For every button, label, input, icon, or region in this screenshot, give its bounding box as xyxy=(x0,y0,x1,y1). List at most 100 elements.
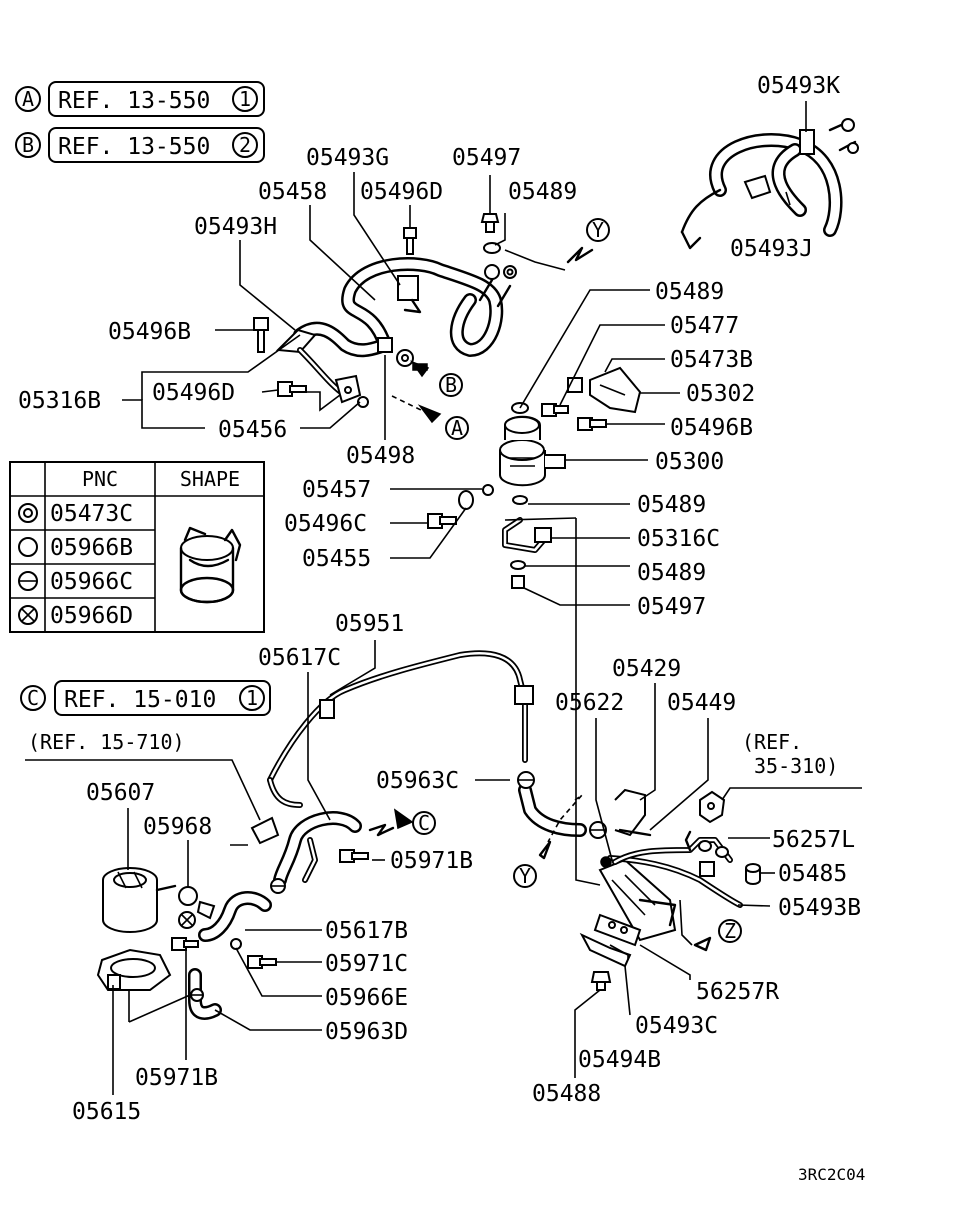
label-05966E: 05966E xyxy=(325,985,408,1011)
ref-a-text: REF. 13-550 xyxy=(58,88,210,114)
ref-a-num: 1 xyxy=(239,87,251,111)
label-05971B-bot: 05971B xyxy=(135,1065,218,1091)
bolt-05497-top xyxy=(480,213,500,233)
hose-clamp-shape-icon xyxy=(179,526,242,604)
label-05496D-mid: 05496D xyxy=(152,380,235,406)
label-05607: 05607 xyxy=(86,780,155,806)
bolt-05477 xyxy=(541,403,569,417)
label-05300: 05300 xyxy=(655,449,724,475)
label-05477: 05477 xyxy=(670,313,739,339)
callout-y-bottom: Y xyxy=(513,794,583,888)
callout-z-text: Z xyxy=(724,919,736,943)
bolt-05496B-right xyxy=(577,417,607,431)
bolt-05496D-mid xyxy=(277,381,307,397)
callout-y-bottom-text: Y xyxy=(519,864,531,888)
label-05485: 05485 xyxy=(778,861,847,887)
arrow-to-b: B xyxy=(409,360,463,397)
label-05493B: 05493B xyxy=(778,895,861,921)
label-05963C: 05963C xyxy=(376,768,459,794)
label-05457: 05457 xyxy=(302,477,371,503)
label-05617B: 05617B xyxy=(325,918,408,944)
fuel-filter xyxy=(96,867,191,1095)
ref-a-letter: A xyxy=(22,87,34,111)
ref-b-num: 2 xyxy=(239,133,251,157)
callout-y-top-text: Y xyxy=(592,218,604,242)
pnc-shape-table: PNC SHAPE 05473C 05966B 05966C 05966D xyxy=(9,461,265,633)
note-ref-35-310-b: 35-310) xyxy=(754,754,838,778)
label-05458: 05458 xyxy=(258,179,327,205)
label-05493J: 05493J xyxy=(730,236,813,262)
note-ref-15-710: (REF. 15-710) xyxy=(28,730,185,754)
callout-y-top: Y xyxy=(504,218,610,271)
label-05455: 05455 xyxy=(302,546,371,572)
bolt-05971B-bot xyxy=(171,937,199,951)
label-05968: 05968 xyxy=(143,814,212,840)
fuel-pressure-regulator xyxy=(427,366,642,589)
label-05617C: 05617C xyxy=(258,645,341,671)
label-05963D: 05963D xyxy=(325,1019,408,1045)
table-header-pnc: PNC xyxy=(82,467,118,491)
label-05456: 05456 xyxy=(218,417,287,443)
label-05951: 05951 xyxy=(335,611,404,637)
inset-hose-assembly xyxy=(680,101,859,250)
label-05429: 05429 xyxy=(612,656,681,682)
label-05622: 05622 xyxy=(555,690,624,716)
leader-lines xyxy=(25,172,862,1078)
ref-c-num: 1 xyxy=(246,686,258,710)
label-05496C: 05496C xyxy=(284,511,367,537)
label-05971C: 05971C xyxy=(325,951,408,977)
label-05497-mid: 05497 xyxy=(637,594,706,620)
label-56257R: 56257R xyxy=(696,979,779,1005)
label-05489-d: 05489 xyxy=(637,560,706,586)
label-05494B: 05494B xyxy=(578,1047,661,1073)
table-header-shape: SHAPE xyxy=(180,467,240,491)
label-05473B: 05473B xyxy=(670,347,753,373)
label-05488: 05488 xyxy=(532,1081,601,1107)
note-ref-35-310-a: (REF. xyxy=(742,730,802,754)
bolt-05496B-left xyxy=(253,317,269,353)
part-labels: 05493K 05493J 05493G 05497 05458 05496D … xyxy=(18,73,861,1125)
label-05493G: 05493G xyxy=(306,145,389,171)
table-row-05966B: 05966B xyxy=(50,535,133,561)
label-05497-top: 05497 xyxy=(452,145,521,171)
ref-a: A REF. 13-550 1 xyxy=(15,81,265,117)
label-05302: 05302 xyxy=(686,381,755,407)
ref-c-letter: C xyxy=(27,686,39,710)
label-05449: 05449 xyxy=(667,690,736,716)
bolt-05496C xyxy=(427,513,457,529)
label-05971B-mid: 05971B xyxy=(390,848,473,874)
label-05489-a: 05489 xyxy=(508,179,577,205)
bolt-05496D-top xyxy=(403,227,417,255)
label-05493K: 05493K xyxy=(757,73,840,99)
ref-c-text: REF. 15-010 xyxy=(64,687,216,713)
circle-icon xyxy=(18,537,38,557)
lower-fuel-lines xyxy=(171,650,607,1020)
label-56257L: 56257L xyxy=(772,827,855,853)
ref-c: C REF. 15-010 1 xyxy=(20,680,271,716)
label-05493C: 05493C xyxy=(635,1013,718,1039)
upper-hose-assembly xyxy=(253,213,517,408)
callout-b: B xyxy=(445,373,457,397)
label-05498: 05498 xyxy=(346,443,415,469)
right-bracket-assembly xyxy=(579,788,761,991)
callout-c: C xyxy=(418,811,430,835)
ref-b: B REF. 13-550 2 xyxy=(15,127,265,163)
label-05496D-top: 05496D xyxy=(360,179,443,205)
label-05316B: 05316B xyxy=(18,388,101,414)
label-05615: 05615 xyxy=(72,1099,141,1125)
footer-code: 3RC2C04 xyxy=(798,1165,865,1184)
arrow-to-a: A xyxy=(391,395,469,440)
label-05496B-left: 05496B xyxy=(108,319,191,345)
table-row-05966D: 05966D xyxy=(50,603,133,629)
label-05489-c: 05489 xyxy=(637,492,706,518)
ref-b-text: REF. 13-550 xyxy=(58,134,210,160)
bolt-05971B-mid xyxy=(339,849,369,863)
table-row-05966C: 05966C xyxy=(50,569,133,595)
label-05493H: 05493H xyxy=(194,214,277,240)
label-05489-b: 05489 xyxy=(655,279,724,305)
label-05496B-right: 05496B xyxy=(670,415,753,441)
table-row-05473C: 05473C xyxy=(50,501,133,527)
callout-a: A xyxy=(451,416,463,440)
arrow-to-c: C xyxy=(368,808,436,837)
